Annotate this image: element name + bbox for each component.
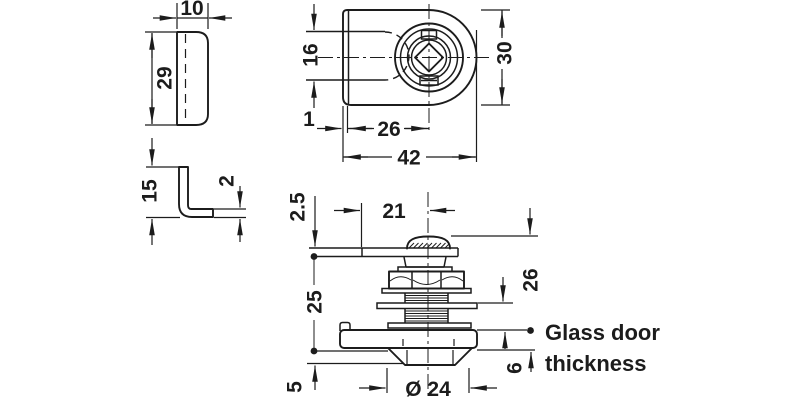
glass-note-line1: Glass door xyxy=(545,320,660,345)
nose-cone xyxy=(387,347,473,366)
cylinder-dome-cap xyxy=(406,235,451,250)
thread-upper xyxy=(404,293,449,303)
lock-side-view: 2.5 21 25 26 5 Ø 24 6 Glass door thickne… xyxy=(284,192,660,400)
hatch-pattern xyxy=(408,242,449,249)
dim-overall-width-label: 42 xyxy=(397,147,420,170)
trim-flange xyxy=(339,329,478,349)
square-spindle-hole xyxy=(414,42,444,73)
washer-lower xyxy=(376,302,478,310)
dim-glass-thickness-label: 6 xyxy=(504,362,527,374)
dim-bracket-leg-label: 15 xyxy=(139,179,162,203)
dim-slot-height-label: 16 xyxy=(300,43,323,66)
dim-nose-diameter-label: Ø 24 xyxy=(405,378,451,400)
angle-bracket-outline xyxy=(178,166,214,218)
strike-plate-outline xyxy=(176,31,209,126)
dim-plate-height-label: 29 xyxy=(154,66,177,89)
flange-tab xyxy=(339,321,351,331)
cylinder-neck xyxy=(403,256,447,268)
dim-plate-width-label: 10 xyxy=(180,0,203,20)
dim-protrusion-label: 5 xyxy=(284,381,307,393)
dim-bracket-thickness-label: 2 xyxy=(216,175,239,187)
lock-front-view: 16 1 26 42 30 xyxy=(300,4,517,170)
glass-note-line2: thickness xyxy=(545,351,647,376)
dim-center-distance-label: 26 xyxy=(377,118,400,141)
strike-plate-view: 10 29 xyxy=(145,0,232,126)
hex-nut xyxy=(388,270,465,290)
dim-body-length-label: 25 xyxy=(304,290,327,314)
dim-overall-height-label: 26 xyxy=(520,268,543,291)
thread-lower xyxy=(404,308,449,323)
angle-bracket-view: 15 2 xyxy=(139,138,246,245)
dim-cam-thickness-label: 2.5 xyxy=(287,192,310,222)
dim-edge-offset-label: 1 xyxy=(303,108,315,131)
lock-body-outline xyxy=(342,9,478,106)
washer-upper xyxy=(381,287,472,294)
glass-leader-dot xyxy=(527,327,534,334)
dim-cam-length-label: 21 xyxy=(382,200,406,223)
hidden-slot-arc xyxy=(384,31,410,81)
dim-body-height-label: 30 xyxy=(494,41,517,64)
